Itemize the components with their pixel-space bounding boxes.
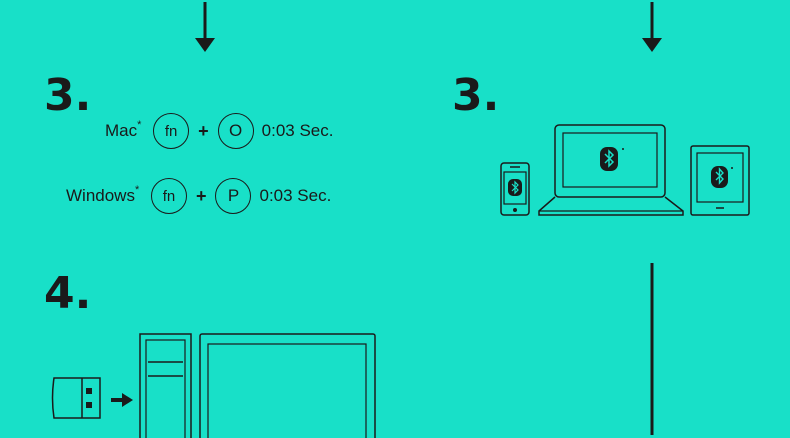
bluetooth-icon xyxy=(711,166,728,188)
bluetooth-icon xyxy=(508,179,522,196)
windows-label: Windows* xyxy=(66,184,140,205)
down-arrow-icon xyxy=(195,2,215,52)
phone-icon xyxy=(500,162,530,216)
right-arrow-icon xyxy=(111,393,133,407)
down-arrow-icon xyxy=(642,2,662,52)
step-4-number: 4. xyxy=(44,268,92,319)
o-key: O xyxy=(217,113,254,149)
usb-receiver-icon xyxy=(51,377,101,419)
plus-sign: + xyxy=(198,120,209,141)
fn-key: fn xyxy=(150,178,187,214)
p-key: P xyxy=(215,178,252,214)
mac-duration: 0:03 Sec. xyxy=(261,121,334,140)
fn-key: fn xyxy=(153,113,190,149)
step-3-number-right: 3. xyxy=(452,70,500,121)
desktop-tower-icon xyxy=(139,333,192,438)
step-3-number-left: 3. xyxy=(44,70,92,121)
connector-line xyxy=(650,263,654,435)
windows-duration: 0:03 Sec. xyxy=(259,186,332,205)
laptop-icon xyxy=(538,124,684,216)
bluetooth-icon xyxy=(600,147,618,171)
tablet-icon xyxy=(690,145,750,216)
plus-sign: + xyxy=(195,185,207,206)
mac-instruction-row: Mac* fn + O 0:03 Sec. xyxy=(105,111,333,151)
monitor-icon xyxy=(199,333,376,438)
mac-label: Mac* xyxy=(105,119,142,140)
windows-instruction-row: Windows* fn + P 0:03 Sec. xyxy=(66,176,331,216)
